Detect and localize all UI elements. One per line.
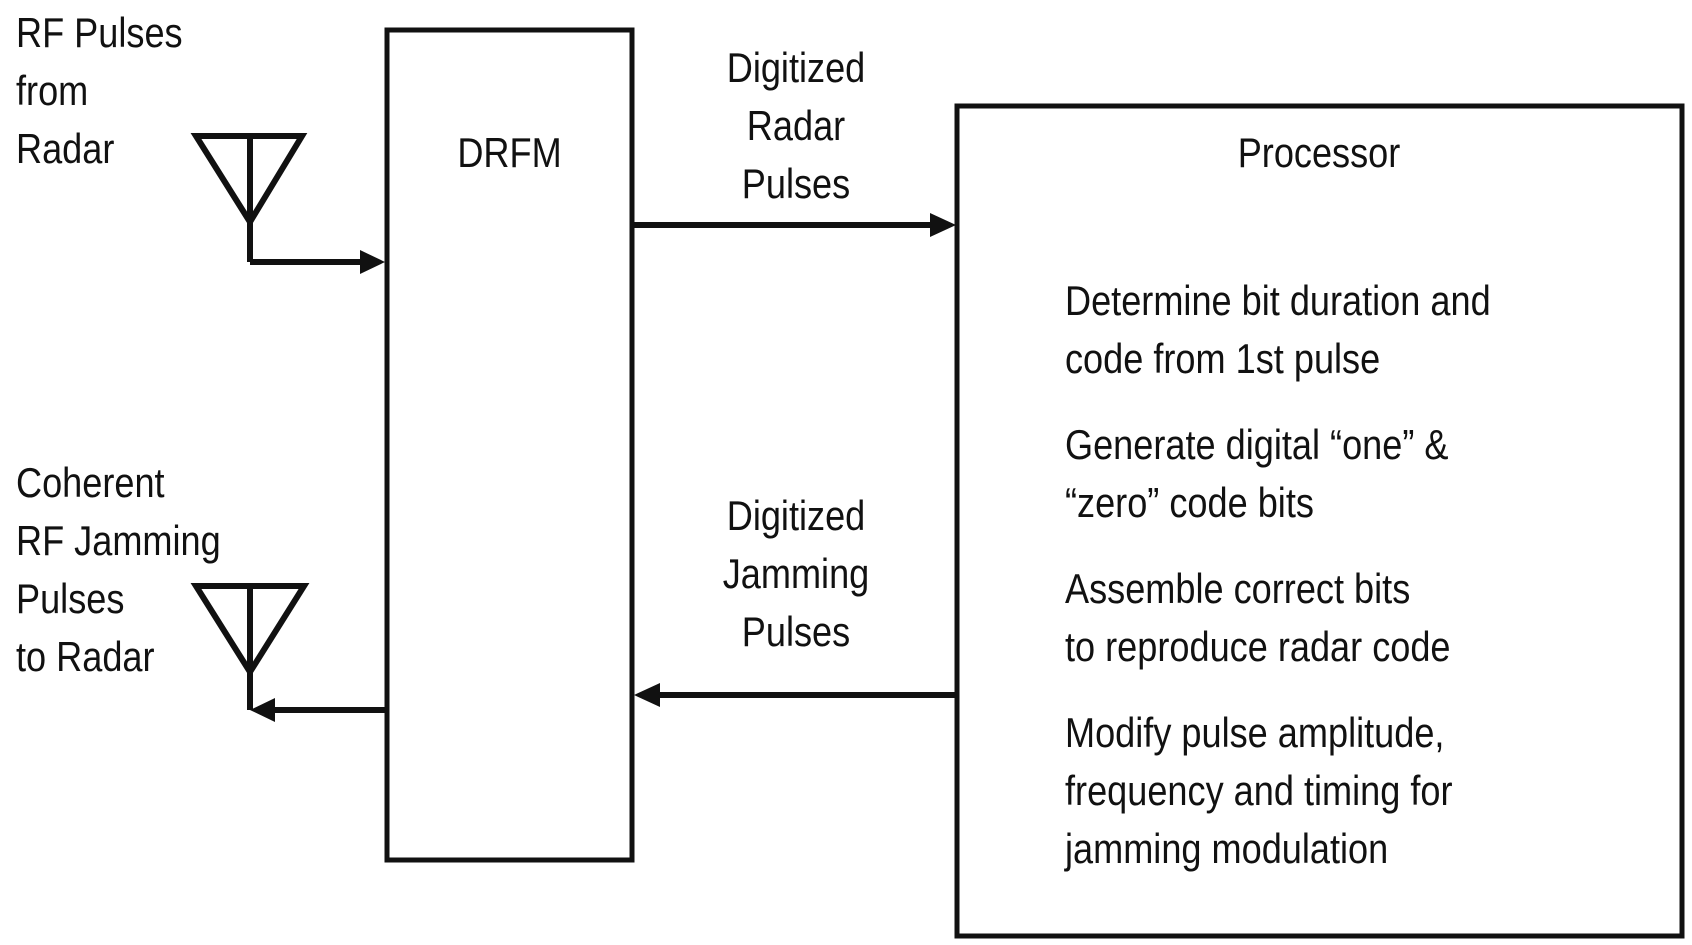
processor-step: Generate digital “one” & “zero” code bit… <box>1065 421 1449 526</box>
digitized-jamming-pulses-label: Digitized Jamming Pulses <box>722 492 870 655</box>
processor-step: Determine bit duration and code from 1st… <box>1065 277 1491 382</box>
receive-antenna-icon <box>190 133 385 274</box>
processor-step: Assemble correct bits to reproduce radar… <box>1065 565 1451 670</box>
processor-step: Modify pulse amplitude, frequency and ti… <box>1065 709 1453 872</box>
processor-title: Processor <box>1237 129 1401 176</box>
jamming-pulses-arrow <box>634 683 957 707</box>
processor-steps-list: Determine bit duration and code from 1st… <box>1065 272 1491 878</box>
transmit-antenna-icon <box>190 583 385 722</box>
drfm-title: DRFM <box>457 129 562 176</box>
radar-pulses-arrow <box>632 213 956 237</box>
digitized-radar-pulses-label: Digitized Radar Pulses <box>726 44 866 207</box>
coherent-rf-jamming-label: Coherent RF Jamming Pulses to Radar <box>16 459 221 680</box>
processor-box <box>954 103 1685 939</box>
rf-out-arrowhead <box>250 698 275 722</box>
drfm-box <box>384 27 635 863</box>
rf-in-arrowhead <box>360 250 385 274</box>
rf-pulses-from-radar-label: RF Pulses from Radar <box>16 9 183 172</box>
